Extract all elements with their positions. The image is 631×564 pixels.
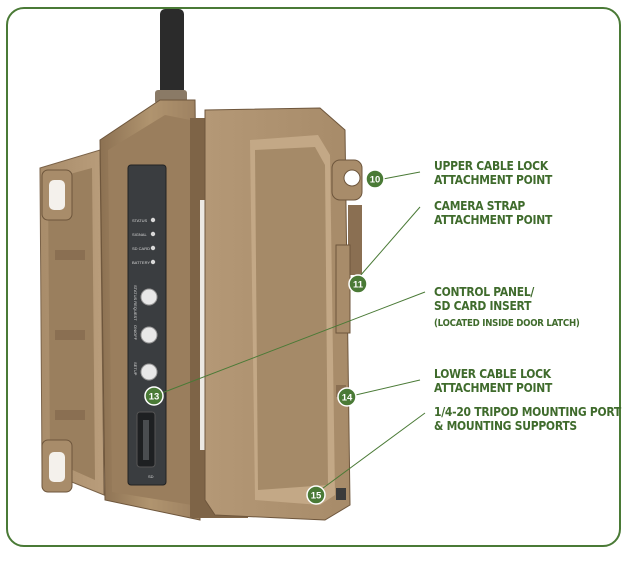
callout-14-line2: ATTACHMENT POINT xyxy=(434,380,553,395)
callout-12-line3: (LOCATED INSIDE DOOR LATCH) xyxy=(434,318,580,329)
led-label-sd-card: SD CARD xyxy=(132,246,150,251)
badge-15: 15 xyxy=(306,485,326,505)
led-label-status: STATUS xyxy=(132,218,148,223)
callout-11-line2: ATTACHMENT POINT xyxy=(434,212,553,227)
callout-control-panel: CONTROL PANEL/ SD CARD INSERT (LOCATED I… xyxy=(434,285,580,331)
badge-14-number: 14 xyxy=(342,393,353,404)
leader-line-11 xyxy=(359,206,421,277)
badge-13: 13 xyxy=(144,386,164,406)
leader-line-10 xyxy=(382,171,421,180)
callout-11-line1: CAMERA STRAP xyxy=(434,198,526,213)
leader-line-15 xyxy=(314,412,426,495)
antenna xyxy=(155,9,187,104)
callout-10-line1: UPPER CABLE LOCK xyxy=(434,158,548,173)
badge-14: 14 xyxy=(337,387,357,407)
callout-15-line2: & MOUNTING SUPPORTS xyxy=(434,418,577,433)
callout-14-line1: LOWER CABLE LOCK xyxy=(434,366,551,381)
badge-10-number: 10 xyxy=(370,175,381,186)
badge-11-number: 11 xyxy=(353,280,364,291)
callout-15-line1: 1/4-20 TRIPOD MOUNTING PORT xyxy=(434,404,621,419)
panel-leds: STATUS SIGNAL SD CARD BATTERY xyxy=(132,217,156,265)
leader-line-14 xyxy=(346,379,421,398)
button-label-on-off: ON/OFF xyxy=(133,325,138,341)
callout-10-line2: ATTACHMENT POINT xyxy=(434,172,553,187)
led-label-signal: SIGNAL xyxy=(132,232,147,237)
led-label-battery: BATTERY xyxy=(132,260,150,265)
button-label-setup: SETUP xyxy=(133,362,138,376)
badge-15-number: 15 xyxy=(311,491,322,502)
callout-12-line1: CONTROL PANEL/ xyxy=(434,284,535,299)
leader-lines xyxy=(153,171,426,495)
callout-lower-cable-lock: LOWER CABLE LOCK ATTACHMENT POINT xyxy=(434,367,552,395)
callout-12-line2: SD CARD INSERT xyxy=(434,298,532,313)
badge-10: 10 xyxy=(365,169,385,189)
control-panel: STATUS SIGNAL SD CARD BATTERY STATUS REQ… xyxy=(127,164,167,486)
button-label-status-request: STATUS REQUEST xyxy=(133,285,138,321)
badge-13-number: 13 xyxy=(149,392,160,403)
badge-11: 11 xyxy=(348,274,368,294)
callout-tripod-mount: 1/4-20 TRIPOD MOUNTING PORT & MOUNTING S… xyxy=(434,405,621,433)
back-housing xyxy=(204,107,363,521)
left-door xyxy=(39,149,105,496)
panel-buttons: STATUS REQUEST ON/OFF SETUP xyxy=(133,285,158,381)
sd-slot-label: SD xyxy=(148,474,154,479)
callout-upper-cable-lock: UPPER CABLE LOCK ATTACHMENT POINT xyxy=(434,159,552,187)
leader-line-12 xyxy=(153,291,426,397)
callout-camera-strap: CAMERA STRAP ATTACHMENT POINT xyxy=(434,199,552,227)
sd-card-slot: SD xyxy=(136,411,156,479)
